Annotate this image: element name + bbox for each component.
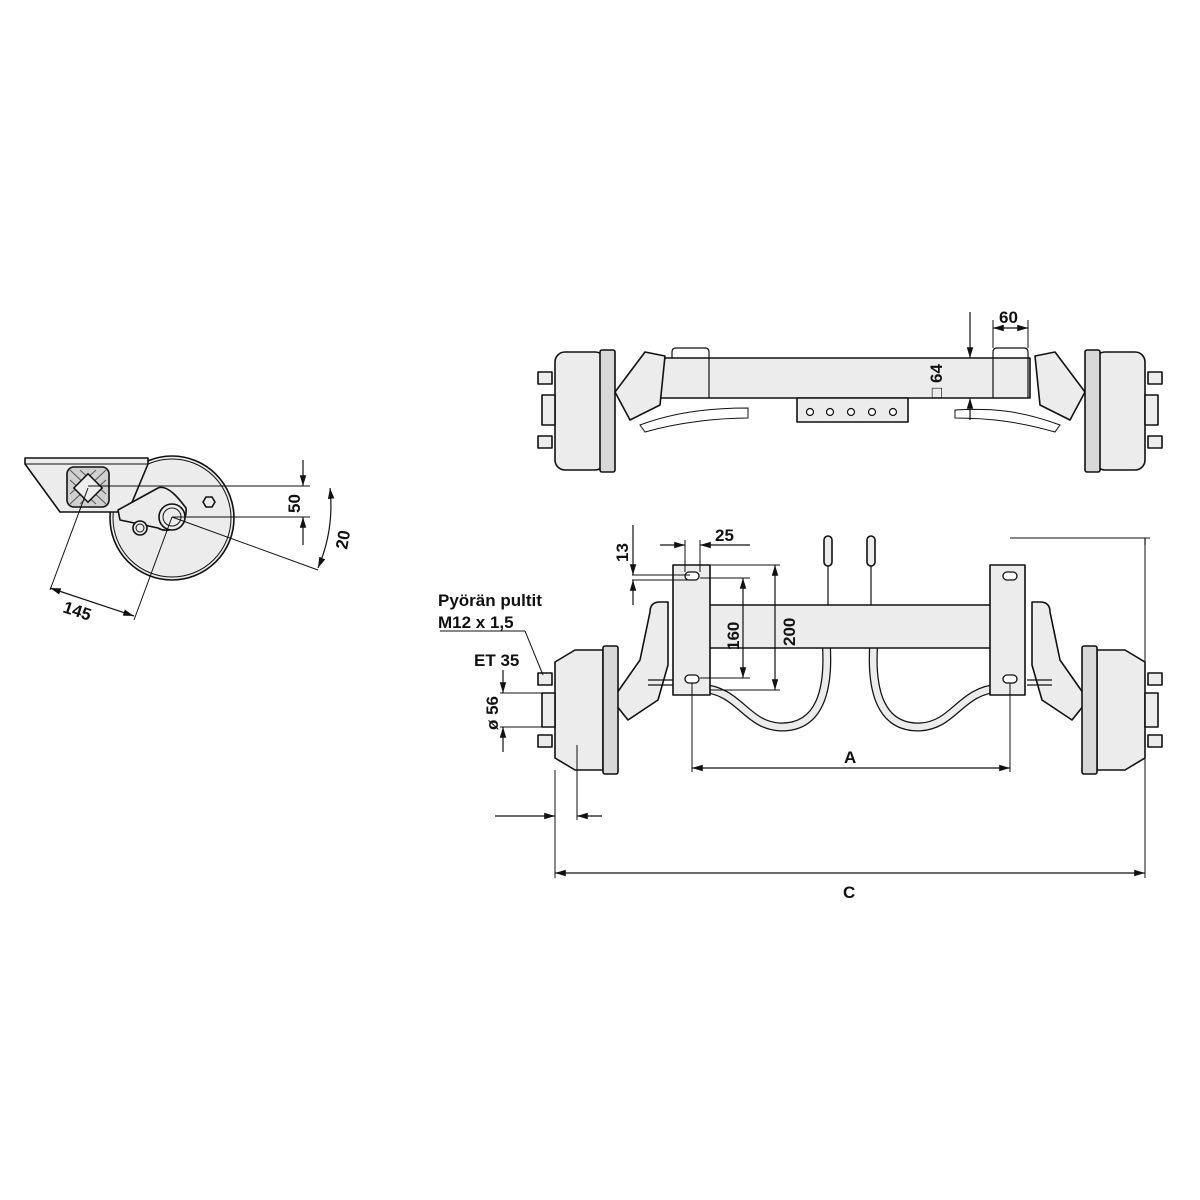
- dim-160: 160: [724, 622, 743, 650]
- dim-64: □ 64: [927, 364, 946, 398]
- dim-c: C: [843, 883, 855, 902]
- brake-rods: [823, 535, 876, 605]
- brake-drum-left-top: [554, 351, 606, 471]
- side-view: 50 20 145: [24, 455, 354, 625]
- nut: [202, 496, 216, 508]
- wheel-bolts-spec: M12 x 1,5: [438, 613, 514, 632]
- dim-13: 13: [613, 543, 632, 562]
- dim-50: 50: [285, 494, 304, 513]
- brake-drum-right-top: [1094, 351, 1146, 471]
- axle-beam-top: [654, 357, 1031, 399]
- top-view: 60 □ 64: [537, 308, 1163, 473]
- front-view: 13 25 160 200 Pyörän pultit M12 x 1,5 ET…: [438, 525, 1163, 902]
- dim-60: 60: [999, 308, 1018, 327]
- mounting-plate-left: [672, 564, 711, 696]
- et-label: ET 35: [474, 651, 519, 670]
- mounting-plate-right: [989, 564, 1026, 696]
- dim-a: A: [844, 748, 856, 767]
- hub-diameter: ø 56: [483, 696, 502, 730]
- axle-beam-front: [699, 604, 1001, 649]
- dim-200: 200: [780, 618, 799, 646]
- brake-drum-right-front: [1096, 649, 1146, 771]
- brake-drum-left-front: [554, 649, 604, 771]
- dim-25: 25: [715, 526, 734, 545]
- dim-145: 145: [61, 598, 94, 625]
- dim-20: 20: [332, 529, 354, 551]
- wheel-bolts-label: Pyörän pultit: [438, 591, 542, 610]
